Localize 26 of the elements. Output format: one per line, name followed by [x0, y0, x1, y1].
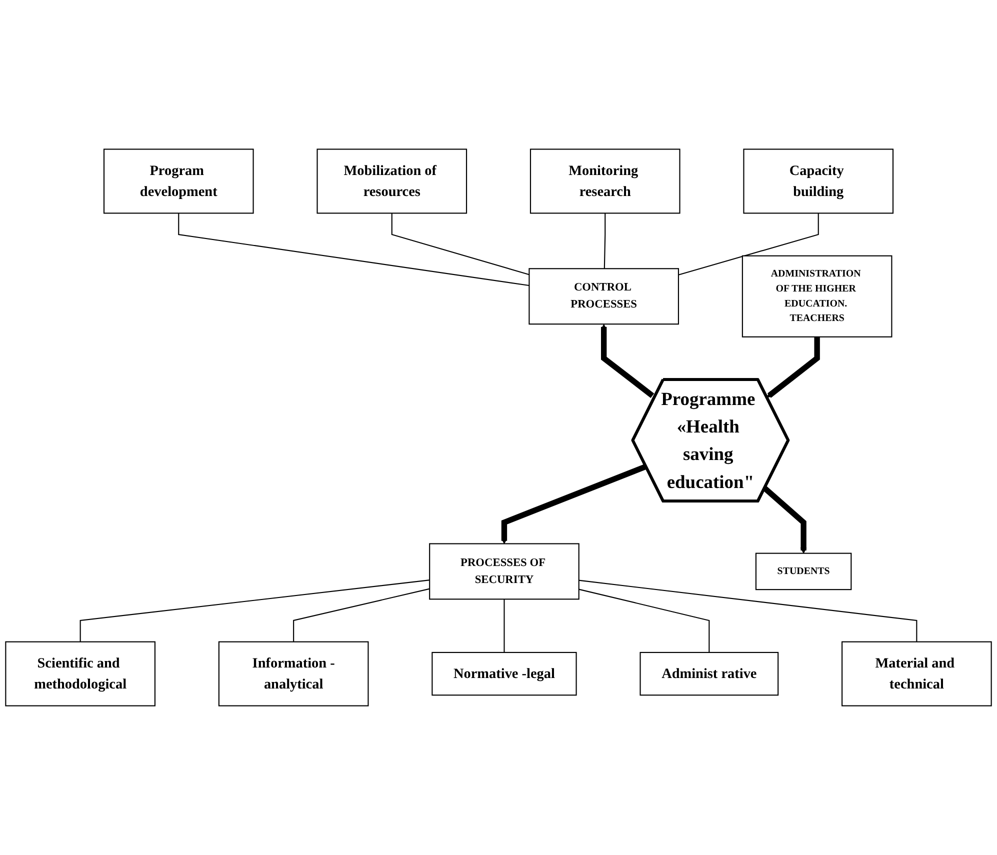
- connector: [504, 599, 505, 652]
- node-box: Information -analytical: [218, 641, 369, 706]
- node-box: Mobilization of resources: [316, 148, 468, 214]
- node-box: Capacity building: [743, 148, 894, 214]
- connector: [80, 580, 430, 642]
- connector: [391, 213, 530, 276]
- arrow: [501, 464, 648, 544]
- arrow: [766, 336, 820, 398]
- node-box: CONTROL PROCESSES: [528, 268, 679, 325]
- connector: [578, 580, 918, 642]
- arrow: [600, 324, 654, 398]
- node-box: PROCESSES OF SECURITY: [429, 543, 580, 600]
- connector: [578, 588, 710, 652]
- arrow: [762, 486, 807, 554]
- node-box: Administ rative: [640, 652, 779, 696]
- connector: [293, 588, 430, 642]
- node-box: Material and technical: [842, 641, 992, 706]
- node-box: Monitoring research: [530, 148, 680, 214]
- connector: [678, 213, 819, 276]
- node-box: Program development: [103, 148, 254, 214]
- node-box: Scientific and methodological: [5, 641, 156, 706]
- connector: [178, 213, 530, 286]
- connector: [604, 213, 606, 269]
- node-box: ADMINISTRATION OF THE HIGHER EDUCATION. TEACHERS: [742, 255, 892, 338]
- node-box: STUDENTS: [755, 552, 852, 590]
- node-box: Normative -legal: [432, 652, 577, 696]
